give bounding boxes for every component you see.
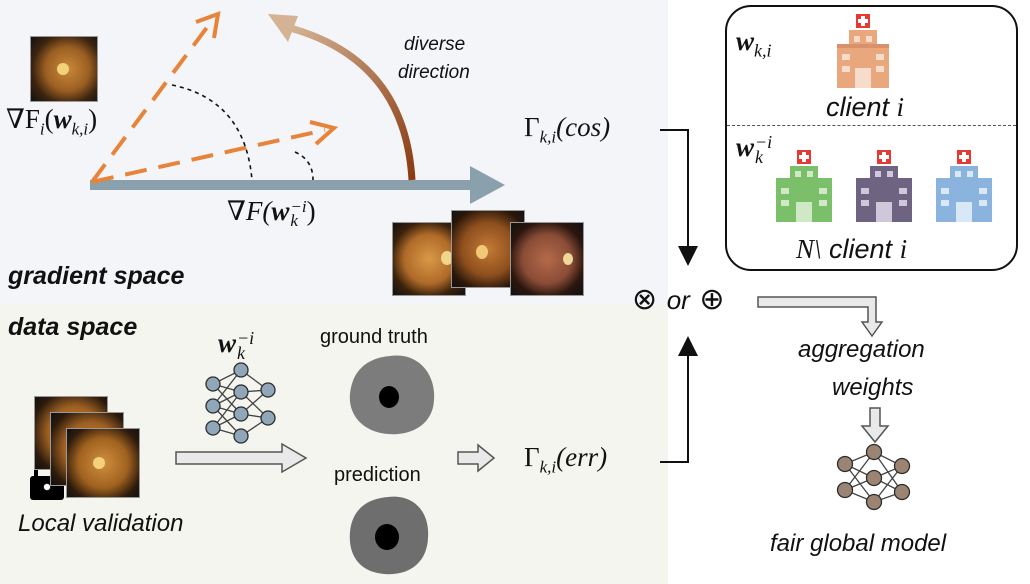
prediction-hollow-arrow bbox=[457, 443, 496, 473]
otimes-symbol: ⊗ bbox=[632, 282, 658, 317]
oplus-symbol: ⊕ bbox=[699, 282, 725, 317]
angle-arcs bbox=[171, 84, 314, 181]
prediction-mask bbox=[349, 496, 429, 575]
hospital-purple-icon bbox=[852, 150, 916, 224]
client-hospital-icon bbox=[833, 14, 893, 90]
client-i-label: client i bbox=[826, 92, 905, 122]
validation-fundus-image-3 bbox=[66, 428, 140, 498]
prediction-label: prediction bbox=[334, 464, 421, 486]
validation-hollow-arrow bbox=[175, 442, 308, 474]
hospital-blue-icon bbox=[932, 150, 996, 224]
global-model-network-icon bbox=[836, 443, 911, 511]
local-validation-label: Local validation bbox=[18, 510, 184, 537]
local-gradient-label: ∇Fi(wk,i) bbox=[6, 104, 98, 139]
ground-truth-label: ground truth bbox=[320, 326, 428, 348]
combine-operator: ⊗ or ⊕ bbox=[632, 282, 725, 317]
data-space-label: data space bbox=[8, 313, 138, 341]
local-model-network-icon bbox=[205, 362, 276, 444]
client-fundus-image bbox=[30, 36, 98, 102]
n-minus-client-label: N\ client i bbox=[796, 234, 908, 264]
global-gradient-arrow bbox=[90, 166, 505, 204]
hospital-green-icon bbox=[772, 150, 836, 224]
fair-global-model-label: fair global model bbox=[770, 530, 947, 557]
client-box-divider bbox=[727, 125, 1016, 126]
fundus-image-3 bbox=[510, 222, 584, 296]
ground-truth-mask bbox=[349, 355, 435, 435]
gamma-cos-label: Γk,i(cos) bbox=[524, 112, 611, 147]
diverse-label: diverse bbox=[404, 34, 466, 55]
connector-lines bbox=[660, 129, 698, 463]
weights-label: weights bbox=[832, 374, 914, 401]
aggregation-hollow-arrow bbox=[757, 296, 884, 338]
or-text: or bbox=[666, 285, 690, 315]
diverse-direction-arrow bbox=[268, 14, 416, 181]
weights-to-model-arrow bbox=[860, 407, 890, 444]
direction-label: direction bbox=[398, 62, 470, 83]
w-ki-label: wk,i bbox=[736, 26, 772, 61]
local-gradient-arrows bbox=[90, 24, 326, 184]
gamma-err-label: Γk,i(err) bbox=[524, 442, 608, 477]
gradient-space-label: gradient space bbox=[8, 262, 185, 290]
aggregation-label: aggregation bbox=[798, 336, 925, 363]
